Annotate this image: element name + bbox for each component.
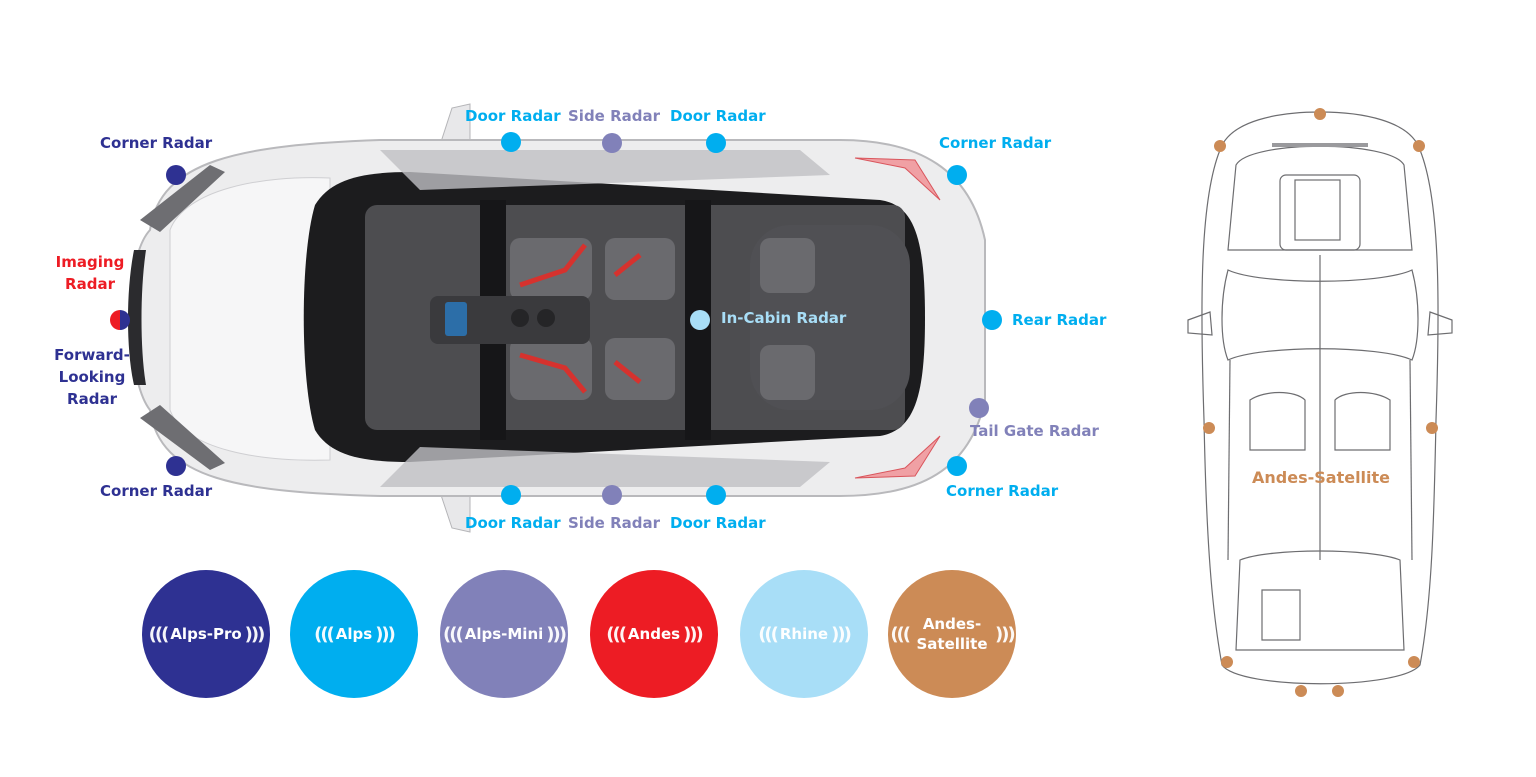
corner-radar-rear-bottom-dot: [947, 456, 967, 476]
seat-front-right: [510, 338, 592, 400]
side-radar-bottom-label: Side Radar: [568, 514, 661, 532]
side-radar-top-dot: [602, 133, 622, 153]
imaging-forward-radar-dot: [110, 310, 130, 330]
radar-waves-right-icon: ))): [244, 623, 266, 645]
satellite-dot-rear-right: [1408, 656, 1420, 668]
satellite-dot-mid-right: [1426, 422, 1438, 434]
headlight-top: [140, 165, 225, 232]
taillight-bottom: [854, 435, 941, 479]
imaging-radar-label: Imaging Radar: [55, 253, 125, 293]
legend-label: Alps-Mini: [464, 625, 544, 643]
satellite-dot-front-left: [1214, 140, 1226, 152]
forward-looking-radar-label: Forward-Looking Radar: [54, 346, 130, 408]
corner-radar-rear-top-label: Corner Radar: [939, 134, 1052, 152]
legend-badge-alps: (((Alps))): [290, 570, 418, 698]
radar-waves-left-icon: (((: [606, 623, 627, 645]
side-window-top: [380, 150, 830, 190]
seat-rear-right: [605, 338, 675, 400]
headlight-bottom: [140, 405, 225, 470]
radar-waves-right-icon: ))): [683, 623, 704, 645]
radar-waves-left-icon: (((: [148, 623, 170, 645]
corner-radar-rear-bottom-label: Corner Radar: [946, 482, 1059, 500]
side-radar-top-label: Side Radar: [568, 107, 661, 125]
legend-label: Alps-Pro: [170, 625, 242, 643]
legend-badge-andes-satellite: (((Andes-Satellite))): [888, 570, 1016, 698]
side-window-bottom: [380, 447, 830, 487]
radar-waves-left-icon: (((: [758, 623, 779, 645]
corner-radar-rear-top-dot: [947, 165, 967, 185]
center-console: [430, 296, 590, 344]
satellite-dot-rear-center-right: [1332, 685, 1344, 697]
in-cabin-radar-label: In-Cabin Radar: [721, 309, 847, 327]
radar-waves-right-icon: ))): [831, 623, 852, 645]
legend-badge-alps-pro: (((Alps-Pro))): [142, 570, 270, 698]
tail-gate-radar-label: Tail Gate Radar: [970, 422, 1099, 440]
rear-radar-dot: [982, 310, 1002, 330]
seat-stripe-1: [519, 243, 587, 288]
seat-rear-left: [605, 238, 675, 300]
legend-label: Rhine: [779, 625, 829, 643]
satellite-dot-mid-left: [1203, 422, 1215, 434]
legend-label: Andes: [627, 625, 681, 643]
door-radar-bottom-left-label: Door Radar: [465, 514, 561, 532]
satellite-label: Andes-Satellite: [1252, 468, 1391, 487]
grille: [128, 250, 146, 385]
satellite-dot-rear-left: [1221, 656, 1233, 668]
corner-radar-front-top-label: Corner Radar: [100, 134, 213, 152]
legend-label: Andes-Satellite: [916, 615, 988, 653]
corner-radar-front-bottom-dot: [166, 456, 186, 476]
door-radar-top-left-dot: [501, 132, 521, 152]
door-radar-bottom-right-dot: [706, 485, 726, 505]
door-radar-top-right-label: Door Radar: [670, 107, 766, 125]
radar-waves-right-icon: ))): [375, 623, 396, 645]
legend-badge-andes: (((Andes))): [590, 570, 718, 698]
side-radar-bottom-dot: [602, 485, 622, 505]
radar-waves-right-icon: ))): [995, 623, 1016, 645]
seat-stripe-2: [519, 352, 587, 394]
seat-third-right: [760, 345, 815, 400]
door-radar-top-right-dot: [706, 133, 726, 153]
in-cabin-radar-dot: [690, 310, 710, 330]
rear-radar-label: Rear Radar: [1012, 311, 1107, 329]
taillight-top: [854, 157, 941, 201]
satellite-dot-front-center: [1314, 108, 1326, 120]
door-radar-bottom-left-dot: [501, 485, 521, 505]
radar-waves-left-icon: (((: [890, 623, 911, 645]
seat-third-left: [760, 238, 815, 293]
corner-radar-front-top-dot: [166, 165, 186, 185]
legend-badge-rhine: (((Rhine))): [740, 570, 868, 698]
legend-badge-alps-mini: (((Alps-Mini))): [440, 570, 568, 698]
seat-front-left: [510, 238, 592, 300]
satellite-dot-rear-center-left: [1295, 685, 1307, 697]
corner-radar-front-bottom-label: Corner Radar: [100, 482, 213, 500]
satellite-dot-front-right: [1413, 140, 1425, 152]
seat-stripe-3: [613, 253, 642, 277]
seat-stripe-4: [613, 360, 642, 384]
radar-waves-left-icon: (((: [443, 623, 464, 645]
radar-waves-left-icon: (((: [314, 623, 335, 645]
radar-waves-right-icon: ))): [546, 623, 567, 645]
door-radar-top-left-label: Door Radar: [465, 107, 561, 125]
tail-gate-radar-dot: [969, 398, 989, 418]
legend-label: Alps: [335, 625, 373, 643]
door-radar-bottom-right-label: Door Radar: [670, 514, 766, 532]
